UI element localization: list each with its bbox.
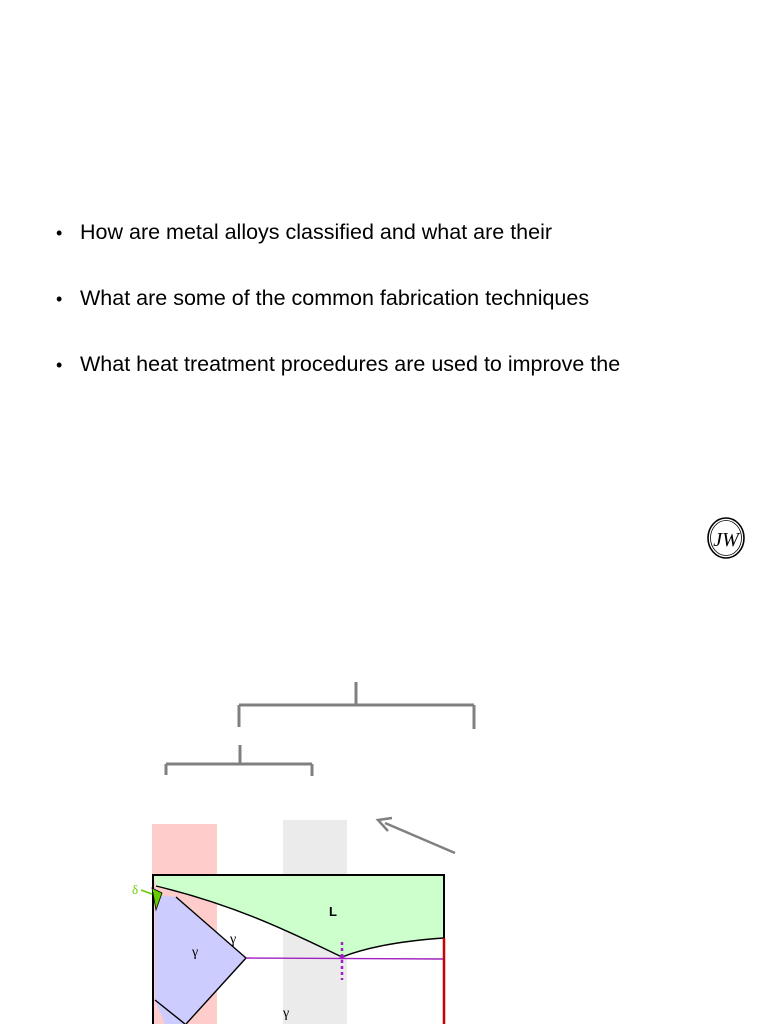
logo-lettering: JW [713,529,741,551]
bullet-symbol: • [56,355,63,375]
classification-bracket-top [237,682,476,729]
delta-arrow-icon [140,889,153,895]
bullet-symbol: • [56,223,63,243]
bullet-text: How are metal alloys classified and what… [80,220,553,244]
pointer-arrow [375,816,456,855]
gamma-region [155,895,246,1024]
gamma-label-mid: γ [229,932,236,947]
liquid-label: L [329,904,337,919]
bullet-item: • What heat treatment procedures are used… [56,350,620,379]
wiley-logo-icon: JW [707,517,745,559]
bullet-text: What heat treatment procedures are used … [80,352,621,376]
classification-bracket-sub [164,745,314,776]
gamma-label-left: γ [191,945,198,960]
bullet-item: • What are some of the common fabrication… [56,284,589,313]
bullet-item: • How are metal alloys classified and wha… [56,218,552,247]
eutectic-line [245,957,445,960]
delta-region [151,887,163,912]
bullet-symbol: • [56,289,63,309]
liquid-region [154,876,444,957]
delta-label: δ [132,882,138,897]
bullet-text: What are some of the common fabrication … [80,286,590,310]
phase-diagram-figure: δ L γ γ γ [132,682,476,1024]
eutectic-point [339,954,345,960]
liquidus-line [155,885,445,958]
lower-phase-line [154,999,186,1024]
gamma-label-bottom: γ [282,1006,289,1021]
